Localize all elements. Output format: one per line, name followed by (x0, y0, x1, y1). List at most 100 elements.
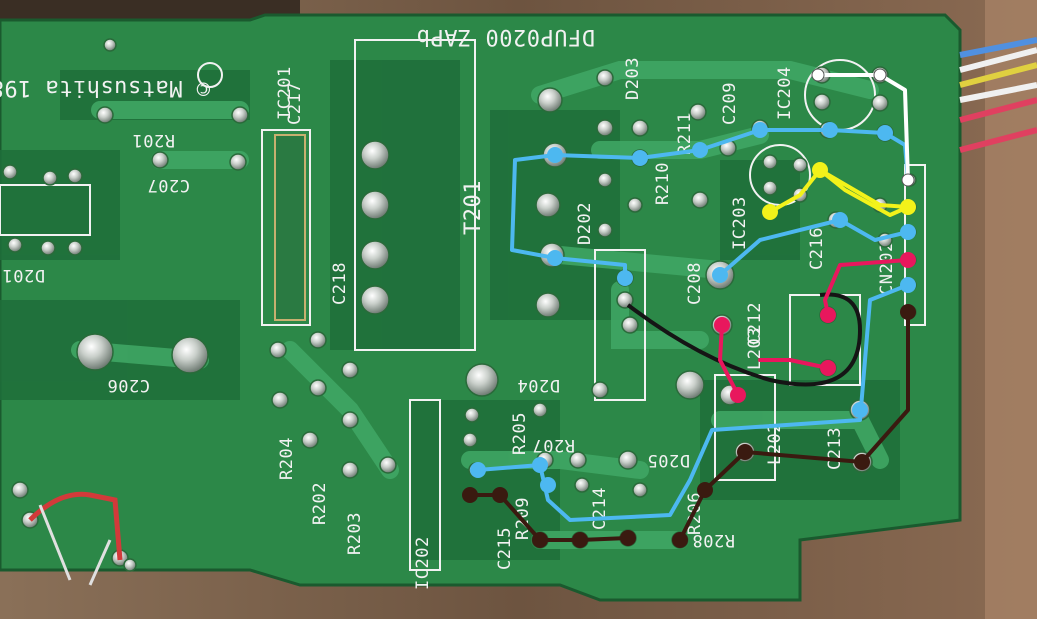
label-d201: D201 (2, 265, 45, 285)
solder-pad (360, 285, 390, 315)
blue-dot (752, 122, 768, 138)
solder-pad (631, 119, 649, 137)
solder-pad (7, 237, 23, 253)
blue-trace-header (553, 128, 887, 160)
solder-pad (535, 292, 561, 318)
white-dot (901, 173, 915, 187)
yellow-dot (762, 204, 778, 220)
blue-trace-top (510, 153, 627, 280)
maker-mark: © Matsushita 198 (0, 75, 210, 100)
blue-dot (532, 457, 548, 473)
blue-dot (470, 462, 486, 478)
label-r204: R204 (277, 437, 297, 480)
label-r208: R208 (692, 530, 735, 550)
label-c218: C218 (330, 262, 350, 305)
label-d205: D205 (647, 450, 690, 470)
solder-pad (309, 331, 327, 349)
solder-pad (360, 240, 390, 270)
solder-pad (596, 119, 614, 137)
brown-dot (900, 304, 916, 320)
solder-pad (231, 106, 249, 124)
label-d203: D203 (623, 57, 643, 100)
ic201-pads (274, 134, 306, 321)
label-c206: C206 (107, 375, 150, 395)
solder-pad (2, 164, 18, 180)
solder-pad (871, 94, 889, 112)
blue-dot (832, 212, 848, 228)
annotation-dots (462, 68, 916, 548)
brown-dot (532, 532, 548, 548)
solder-pad (360, 190, 390, 220)
solder-pad (537, 87, 563, 113)
board-header-code: DFUP0200 ZAPb (416, 24, 595, 49)
silkscreen-outlines (0, 39, 926, 571)
blue-dot (900, 277, 916, 293)
label-r202: R202 (310, 482, 330, 525)
solder-pad (67, 168, 83, 184)
solder-pad (229, 153, 247, 171)
solder-pad (271, 391, 289, 409)
label-d202: D202 (575, 202, 595, 245)
white-dot (811, 68, 825, 82)
label-cn202: CN202 (877, 241, 897, 295)
label-c208: C208 (685, 262, 705, 305)
blue-dot (617, 270, 633, 286)
label-c207: C207 (147, 175, 190, 195)
label-c209: C209 (720, 82, 740, 125)
label-r207: R207 (532, 435, 575, 455)
blue-dot (692, 142, 708, 158)
solder-pad (465, 363, 499, 397)
solder-pad (618, 450, 638, 470)
solder-pad (40, 240, 56, 256)
label-ic202: IC202 (413, 536, 433, 590)
yellow-dot (812, 162, 828, 178)
solder-pad (597, 172, 613, 188)
label-r201: R201 (132, 130, 175, 150)
solder-pad (103, 38, 117, 52)
solder-pad (689, 103, 707, 121)
solder-pad (597, 222, 613, 238)
label-c214: C214 (590, 487, 610, 530)
solder-pad (67, 240, 83, 256)
solder-pad (76, 333, 114, 371)
label-c217: C217 (285, 82, 305, 125)
blue-dot (900, 224, 916, 240)
brown-dot (620, 530, 636, 546)
blue-dot (547, 250, 563, 266)
brown-dot (462, 487, 478, 503)
solder-pad (11, 481, 29, 499)
solder-pad (532, 402, 548, 418)
label-d204: D204 (517, 375, 560, 395)
white-dot (873, 68, 887, 82)
solder-pad (360, 140, 390, 170)
solder-pad (621, 316, 639, 334)
red-jumper-wire (28, 491, 123, 586)
blue-dot (632, 150, 648, 166)
solder-pad (762, 180, 778, 196)
solder-pad (691, 191, 709, 209)
solder-pad (596, 69, 614, 87)
white-trace (816, 73, 910, 182)
pink-dot (714, 317, 730, 333)
solder-pad (301, 431, 319, 449)
solder-pad (464, 407, 480, 423)
pink-dot (900, 252, 916, 268)
label-ic203: IC203 (730, 196, 750, 250)
solder-pad (632, 482, 648, 498)
blue-dot (852, 402, 868, 418)
label-l202: L202 (765, 422, 785, 465)
label-r203: R203 (345, 512, 365, 555)
solder-pad (269, 341, 287, 359)
solder-pad (591, 381, 609, 399)
label-l203: L203 (745, 327, 765, 370)
blue-dot (547, 147, 563, 163)
brown-dot (572, 532, 588, 548)
solder-pad (379, 456, 397, 474)
solder-pad (341, 361, 359, 379)
solder-pad (42, 170, 58, 186)
solder-pad (309, 379, 327, 397)
solder-pad (151, 151, 169, 169)
solder-pad (574, 477, 590, 493)
blue-dot (712, 267, 728, 283)
